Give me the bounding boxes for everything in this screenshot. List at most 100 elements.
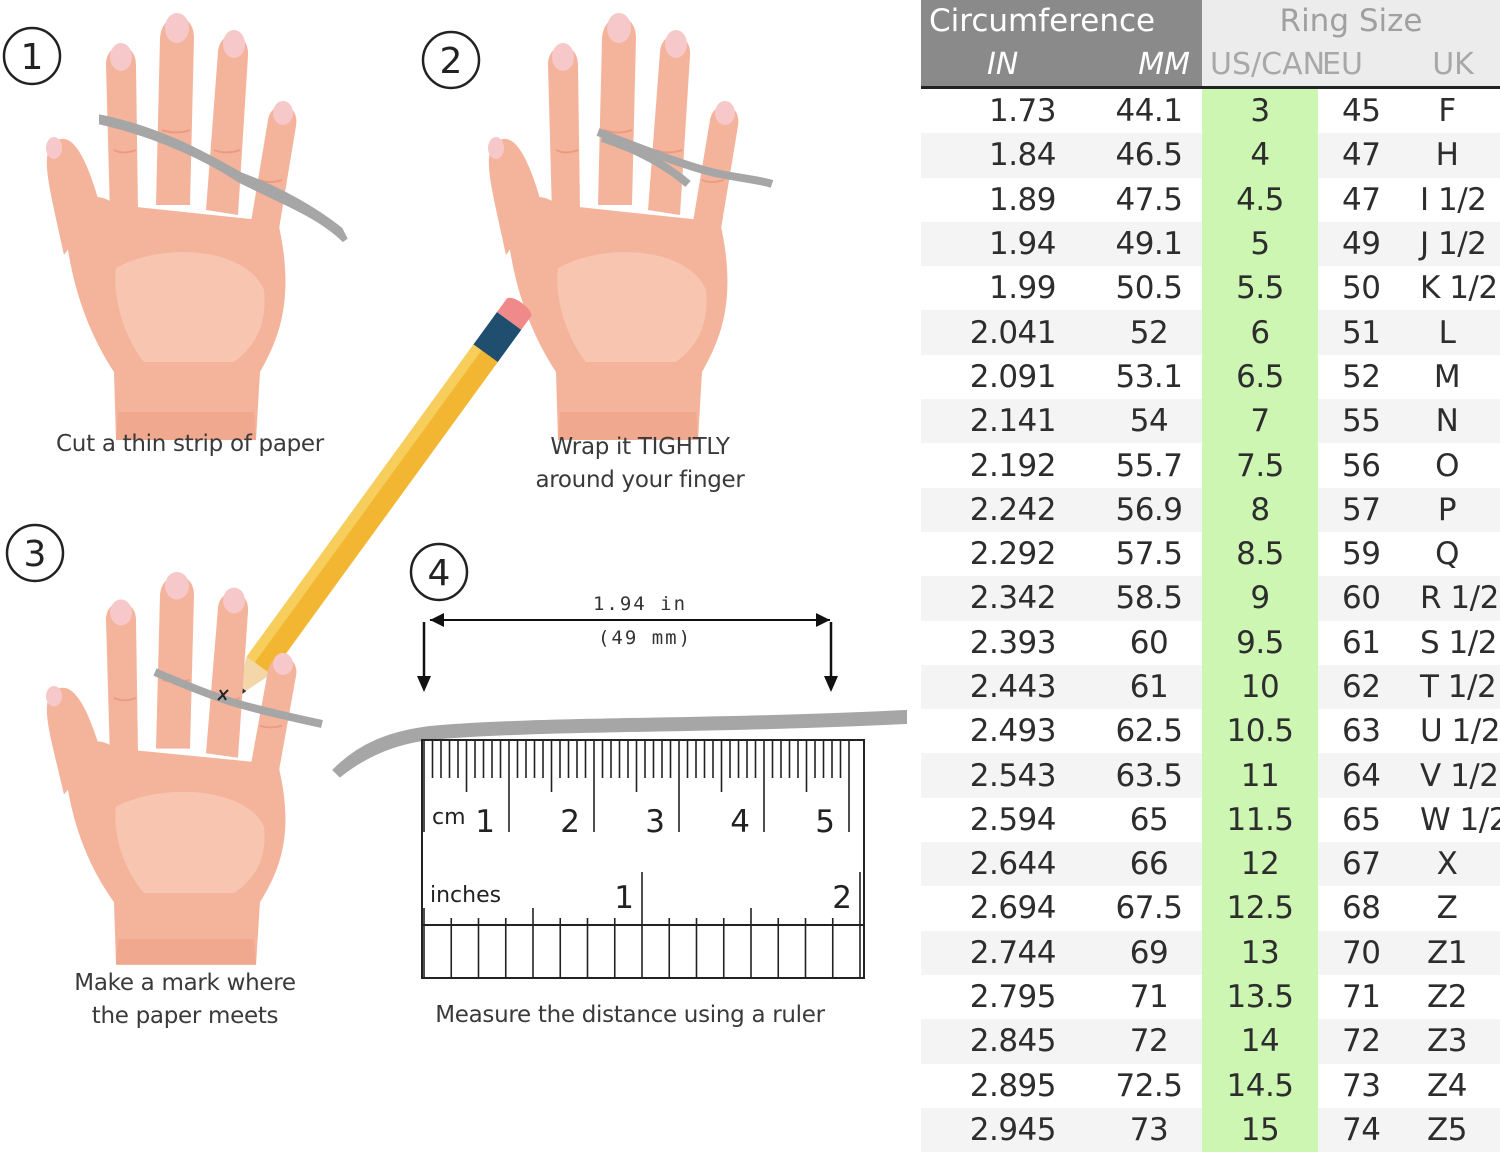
cell-us-can: 11.5 (1202, 797, 1319, 843)
paper-strip-1-icon (99, 114, 348, 243)
cell-uk-value: Z5 (1427, 1111, 1467, 1148)
cell-us-can: 9 (1202, 576, 1319, 621)
cell-eu: 59 (1342, 536, 1381, 573)
cell-in: 1.89 (988, 181, 1057, 218)
cell-us-can: 10 (1202, 664, 1319, 710)
cell-in: 2.694 (969, 890, 1057, 927)
cell-in: 2.644 (921, 842, 1096, 887)
cell-mm: 72 (1096, 1019, 1203, 1064)
caption-line: Make a mark where (74, 970, 296, 996)
cell-eu: 60 (1318, 576, 1407, 621)
cell-us-can: 15 (1202, 1107, 1319, 1153)
cell-uk: Z3 (1406, 1019, 1500, 1064)
cell-us-can: 4.5 (1202, 177, 1319, 222)
step-3-badge (5, 523, 65, 583)
cell-us-can: 5 (1202, 221, 1319, 267)
cell-us-can: 6 (1202, 310, 1319, 355)
step-2: 2 (421, 12, 774, 441)
ring-size-table: Circumference Ring Size IN MM US/CAN EU … (921, 0, 1500, 1153)
paper-strip-3-icon (153, 668, 323, 728)
cell-in: 2.292 (969, 536, 1057, 573)
cell-us-can: 10.5 (1202, 709, 1319, 754)
cell-eu: 55 (1318, 399, 1407, 444)
paper-strip-4-icon (332, 709, 907, 778)
measurement-mm: (49 mm) (598, 627, 692, 649)
step-3-number: 3 (24, 534, 47, 575)
cell-eu: 47 (1318, 133, 1407, 178)
cell-eu: 73 (1342, 1067, 1381, 1104)
ring-size-header: Ring Size (1202, 0, 1500, 42)
cell-us-can: 8 (1202, 487, 1319, 532)
cm-number: 5 (815, 804, 835, 840)
step-1-number: 1 (21, 37, 44, 78)
step-4-number: 4 (428, 553, 451, 594)
cell-us-can: 5.5 (1202, 266, 1319, 311)
cell-mm: 47.5 (1115, 181, 1183, 218)
column-header-eu: EU (1318, 42, 1407, 88)
cell-uk: J 1/2 (1406, 221, 1500, 267)
cell-eu: 56 (1342, 447, 1381, 484)
cell-uk: Z (1406, 886, 1500, 930)
cm-number: 4 (730, 804, 750, 840)
cell-mm: 57.5 (1115, 536, 1183, 573)
cell-eu: 61 (1342, 624, 1381, 661)
cell-in: 1.94 (921, 221, 1096, 267)
cell-in: 2.543 (921, 753, 1096, 798)
cell-in: 1.73 (988, 93, 1057, 130)
cell-mm: 55.7 (1115, 447, 1183, 484)
cell-us-can: 13 (1202, 930, 1319, 975)
cell-uk: Z4 (1406, 1064, 1500, 1108)
cell-eu: 64 (1318, 753, 1407, 798)
cell-in: 2.342 (921, 576, 1096, 621)
cell-eu: 62 (1318, 664, 1407, 710)
cell-in: 2.141 (921, 399, 1096, 444)
cell-mm: 61 (1096, 664, 1203, 710)
cell-uk-value: M (1433, 358, 1461, 395)
cell-eu: 49 (1318, 221, 1407, 267)
cell-in: 1.99 (988, 270, 1057, 307)
hand-1-icon (45, 12, 298, 441)
measurement-inches: 1.94 in (593, 593, 687, 615)
cell-eu: 50 (1342, 270, 1381, 307)
column-header-in: IN (921, 42, 1096, 88)
cell-mm: 63.5 (1096, 753, 1203, 798)
cm-number: 1 (475, 804, 495, 840)
cell-uk: I 1/2 (1420, 181, 1487, 218)
column-header-mm: MM (1096, 42, 1203, 88)
cell-in: 2.041 (921, 310, 1096, 355)
cell-mm: 49.1 (1096, 221, 1203, 267)
cm-number: 3 (645, 804, 665, 840)
cell-uk-value: Q (1435, 536, 1459, 573)
caption-line: around your finger (535, 467, 745, 493)
cell-eu: 57 (1318, 487, 1407, 532)
table-row: 1.89 47.5 4.5 47 I 1/2 (921, 177, 1500, 222)
cell-eu: 47 (1342, 181, 1381, 218)
cell-mm: 46.5 (1096, 133, 1203, 178)
cell-mm: 60 (1129, 624, 1169, 661)
cell-mm: 67.5 (1115, 890, 1183, 927)
inch-number: 2 (832, 880, 852, 916)
circumference-header: Circumference (921, 0, 1203, 42)
cell-mm: 58.5 (1096, 576, 1203, 621)
cell-in: 2.945 (921, 1107, 1096, 1153)
cell-us-can: 13.5 (1202, 974, 1319, 1020)
cell-eu: 72 (1318, 1019, 1407, 1064)
cell-us-can: 12.5 (1202, 886, 1319, 931)
hand-3-icon (45, 570, 298, 966)
cell-in: 2.393 (969, 624, 1057, 661)
cell-uk: N (1406, 399, 1500, 444)
cell-in: 2.091 (969, 358, 1057, 395)
cell-in: 2.192 (969, 447, 1057, 484)
cell-eu: 68 (1342, 890, 1381, 927)
cell-in: 2.493 (969, 713, 1057, 750)
cell-in: 2.795 (969, 979, 1057, 1016)
step-3-caption: Make a mark where the paper meets (30, 967, 340, 1033)
